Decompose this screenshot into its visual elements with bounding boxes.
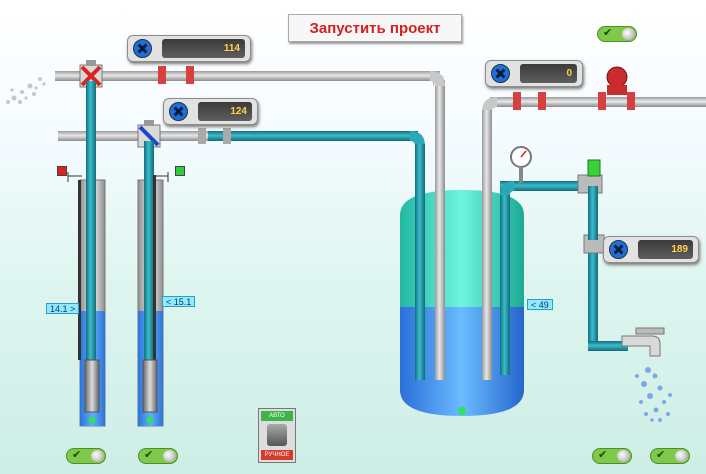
flowmeter-2-value: 124 [198,102,252,121]
flowmeter-4: 189 [603,236,699,263]
well-2-status-flag [175,166,185,176]
check-icon: ✔ [656,449,666,461]
toggle-bottom-right-2[interactable]: ✔ [650,448,690,464]
flowmeter-3-value: 0 [520,64,577,83]
valve-top-left [79,60,103,88]
tank-status-led [458,407,466,415]
well-1-status-flag [57,166,67,176]
left-water-spray [6,77,46,104]
check-icon: ✔ [72,449,82,461]
flowmeter-2: 124 [163,98,258,125]
feed-pipe-to-tank [208,131,418,141]
flowmeter-1: 114 [127,35,251,62]
main-pipe-second [58,131,208,141]
pump-right [606,66,628,88]
toggle-well-1[interactable]: ✔ [66,448,106,464]
faucet-water-spray [635,367,672,422]
faucet [621,335,661,357]
tank-level-label: < 49 [527,299,553,310]
well-1-level-label: 14.1 > [46,303,80,314]
fan-icon [169,102,188,121]
toggle-bottom-right-1[interactable]: ✔ [592,448,632,464]
fan-icon [491,64,510,83]
tank-water [400,307,524,416]
well-2-pump [142,359,158,413]
valve-green [587,159,601,177]
well-2-level-label: < 15.1 [162,296,196,307]
main-pipe-top [55,71,440,81]
toggle-well-2[interactable]: ✔ [138,448,178,464]
tank-upper [400,190,524,307]
check-icon: ✔ [144,449,154,461]
fan-icon [133,39,152,58]
check-icon: ✔ [603,27,613,39]
toggle-top-right[interactable]: ✔ [597,26,637,42]
flowmeter-1-value: 114 [162,39,245,58]
fan-icon [609,240,628,259]
mode-auto-label: АВТО [261,411,293,421]
mode-switch[interactable]: АВТО РУЧНОЕ [258,408,296,463]
flowmeter-4-value: 189 [638,240,693,259]
mode-manual-label: РУЧНОЕ [261,450,293,460]
well-1-pump [84,359,100,413]
start-project-button[interactable]: Запустить проект [288,14,462,42]
check-icon: ✔ [598,449,608,461]
flowmeter-3: 0 [485,60,583,87]
mode-lever [267,424,287,446]
